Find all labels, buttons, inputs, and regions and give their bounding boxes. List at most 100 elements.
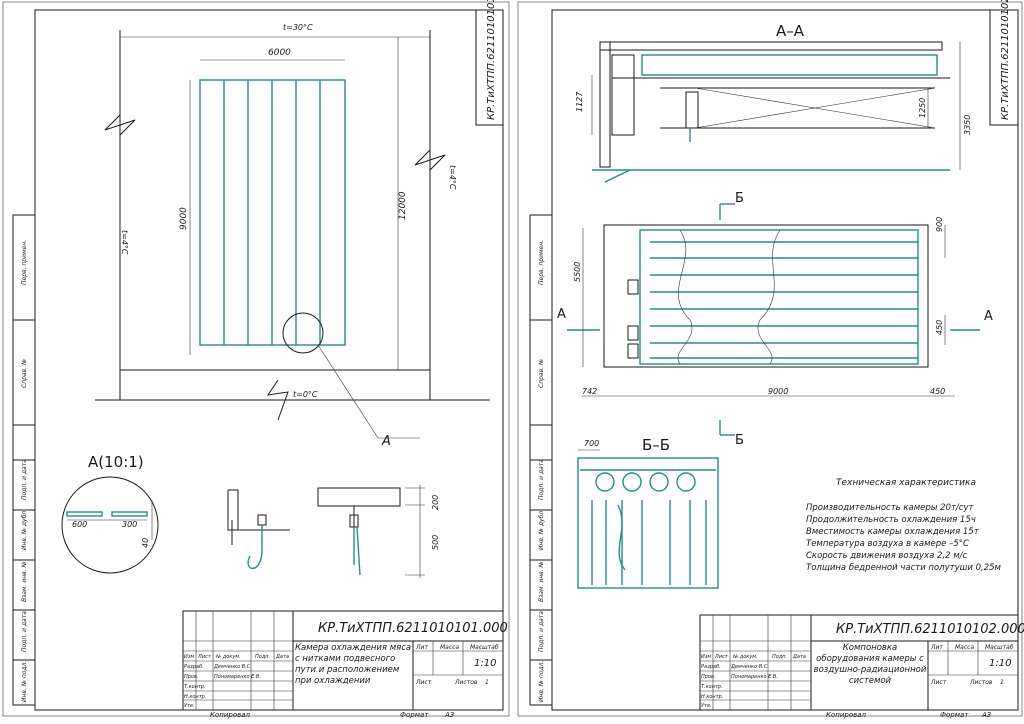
side-label: Подп. и дата [538, 611, 545, 652]
svg-text:Утв.: Утв. [184, 703, 195, 709]
svg-text:Пров.: Пров. [701, 674, 716, 680]
tech-line: Производительность камеры 20т/сут [806, 503, 974, 513]
section-aa-title: А–А [776, 22, 805, 40]
stamp-col: Масса [955, 644, 974, 651]
marker-b-top: Б [735, 191, 744, 206]
side-label: Справ. № [538, 359, 545, 388]
stamp-col: Масштаб [985, 644, 1014, 651]
tech-line: Вместимость камеры охлаждения 15т [806, 527, 980, 537]
side-label: Инв. № подл. [538, 661, 545, 702]
sheet-1-frame [34, 9, 504, 711]
svg-text:Н.контр.: Н.контр. [184, 694, 206, 700]
svg-text:Лист: Лист [197, 654, 212, 660]
side-label: Взам. инв. № [21, 561, 28, 602]
stamp-col: Масштаб [470, 644, 499, 651]
side-label: Подп. и дата [538, 459, 545, 500]
svg-text:Разраб.: Разраб. [184, 664, 204, 670]
side-label: Инв. № дубл. [21, 509, 28, 550]
stamp-code: КР.ТиХТПП.6211010101.000 [318, 621, 508, 636]
sheet-1-stamp: КР.ТиХТПП.6211010101.000 Камера охлажден… [182, 610, 508, 711]
tech-line: Толщина бедренной части полутуши 0,25м [806, 563, 1002, 573]
svg-text:Лист: Лист [714, 654, 729, 660]
sheet-2-frame [551, 9, 1019, 711]
svg-text:Дата: Дата [792, 654, 806, 660]
detail-a: А(10:1) 600 300 40 [61, 453, 159, 574]
side-label: Инв. № дубл. [538, 509, 545, 550]
detail-title: А(10:1) [88, 453, 144, 471]
stamp-sheets-count: 1 [1000, 679, 1004, 686]
svg-text:Пров.: Пров. [184, 674, 199, 680]
sheet-2-code-box [989, 9, 1019, 126]
side-label: Перв. примен. [21, 240, 28, 285]
side-label: Инв. № подл. [21, 661, 28, 702]
sheet-1: Перв. примен. Справ. № Подп. и дата Инв.… [2, 0, 510, 719]
detail-300: 300 [122, 520, 137, 529]
stamp-title: Компоновка оборудования камеры с воздушн… [813, 643, 927, 686]
svg-text:Демченко В.С.: Демченко В.С. [730, 664, 769, 670]
sheet-1-code-box [475, 9, 504, 126]
tech-title: Техническая характеристика [836, 478, 976, 488]
sheet-1-side-strip: Перв. примен. Справ. № Подп. и дата Инв.… [12, 214, 36, 706]
marker-a-right: А [984, 309, 993, 324]
footer-copy: Копировал [210, 711, 251, 719]
marker-a-left: А [557, 307, 566, 322]
tech-line: Температура воздуха в камере –5°С [806, 539, 969, 549]
stamp-col: Масса [440, 644, 459, 651]
sheet-2-border [517, 1, 1023, 717]
plan-dim-742: 742 [582, 387, 597, 396]
svg-text:Разраб.: Разраб. [701, 664, 721, 670]
stamp-sheet: Лист [415, 679, 432, 686]
svg-text:Изм: Изм [701, 654, 711, 660]
hook-assembly: 200 500 [227, 485, 440, 578]
sheet-1-border [2, 1, 510, 717]
svg-text:№ докум.: № докум. [215, 654, 241, 660]
side-label: Справ. № [21, 359, 28, 388]
sheet-2-vertical-code: КР.ТиХТПП.6211010102.000 [1000, 0, 1011, 120]
sheet-2-side-strip: Перв. примен. Справ. № Подп. и дата Инв.… [529, 214, 553, 706]
stamp-sheets: Листов [969, 679, 993, 686]
aa-dim-3350: 3350 [963, 115, 972, 135]
plan-dim-450a: 450 [935, 320, 944, 335]
side-label: Подп. и дата [21, 611, 28, 652]
footer-format: Формат [400, 711, 429, 719]
bb-dim-700: 700 [584, 439, 599, 448]
svg-text:Подп.: Подп. [772, 654, 787, 660]
stamp-code: КР.ТиХТПП.6211010102.000 [836, 622, 1024, 637]
sheet-1-vertical-code: КР.ТиХТПП.6211010101.000 [486, 0, 497, 120]
plan-dim-450b: 450 [930, 387, 945, 396]
section-bb-title: Б–Б [642, 436, 670, 454]
dim-temp-top: t=30°C [283, 23, 313, 32]
side-label: Перв. примен. [538, 240, 545, 285]
svg-text:Н.контр.: Н.контр. [701, 694, 723, 700]
svg-text:Дата: Дата [275, 654, 289, 660]
aa-dim-1250: 1250 [918, 98, 927, 118]
dim-12000: 12000 [398, 191, 408, 220]
stamp-col: Лит [930, 644, 943, 651]
stamp-sheets-count: 1 [485, 679, 489, 686]
footer-format: Формат [940, 711, 969, 719]
section-aa: А–А 1127 1250 3350 [575, 22, 972, 183]
svg-text:Т.контр.: Т.контр. [701, 684, 723, 690]
stamp-scale: 1:10 [474, 658, 496, 669]
svg-text:Подп.: Подп. [255, 654, 270, 660]
svg-text:Демченко В.С.: Демченко В.С. [213, 664, 252, 670]
svg-text:Изм: Изм [184, 654, 194, 660]
plan-dim-5500: 5500 [573, 262, 582, 282]
side-label: Взам. инв. № [538, 561, 545, 602]
tech-spec: Техническая характеристика Производитель… [806, 478, 1002, 573]
dim-6000: 6000 [268, 48, 291, 58]
dim-temp-right: t=4°C [448, 165, 457, 190]
detail-circle [282, 312, 324, 354]
chamber-plan: t=30°C 6000 12000 9000 t=4°C t=4°C t=0°C… [95, 23, 490, 449]
rail-dim-500: 500 [431, 535, 440, 550]
sheet-2-stamp: КР.ТиХТПП.6211010102.000 Компоновка обор… [699, 614, 1024, 711]
svg-text:Т.контр.: Т.контр. [184, 684, 206, 690]
detail-40: 40 [141, 538, 150, 548]
svg-text:Пономаренко Е.В.: Пономаренко Е.В. [731, 674, 778, 680]
footer-a3: А3 [444, 711, 454, 719]
svg-text:№ докум.: № докум. [732, 654, 758, 660]
dim-9000: 9000 [179, 207, 189, 230]
section-bb: Б–Б 700 [577, 436, 719, 589]
stamp-title: Камера охлаждения мяса с нитками подвесн… [295, 643, 412, 686]
